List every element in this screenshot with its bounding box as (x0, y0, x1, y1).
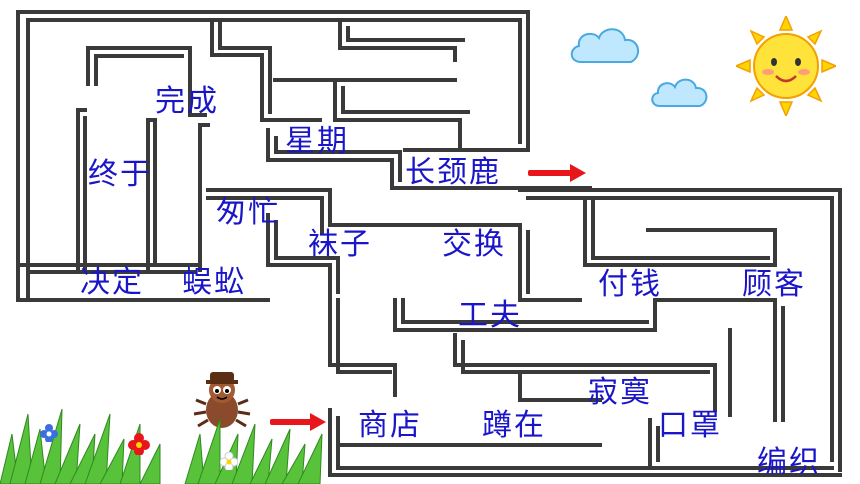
maze-word[interactable]: 寂寞 (588, 375, 652, 410)
maze-word[interactable]: 顾客 (742, 267, 806, 302)
maze-word[interactable]: 决定 (80, 265, 144, 300)
grass-icon (0, 408, 323, 484)
maze-word[interactable]: 匆忙 (216, 195, 280, 230)
flower-icon (220, 452, 238, 470)
cloud-icon (651, 78, 708, 107)
maze-word[interactable]: 完成 (155, 84, 219, 119)
centipede-icon (193, 372, 251, 428)
exit-arrow-icon (528, 164, 586, 182)
maze-word[interactable]: 长颈鹿 (405, 155, 501, 190)
cloud-icon (570, 28, 640, 63)
maze-word[interactable]: 星期 (285, 124, 349, 159)
maze-word[interactable]: 编织 (757, 445, 821, 480)
maze-word[interactable]: 终于 (88, 157, 152, 192)
maze-word[interactable]: 蜈蚣 (182, 265, 246, 300)
maze-word[interactable]: 工夫 (458, 298, 522, 333)
flower-icon (40, 424, 58, 442)
entrance-arrow-icon (270, 413, 326, 431)
maze-word[interactable]: 口罩 (658, 408, 722, 443)
maze-word[interactable]: 蹲在 (482, 408, 546, 443)
flower-icon (128, 433, 150, 455)
maze-word[interactable]: 袜子 (308, 227, 372, 262)
maze-word[interactable]: 商店 (358, 408, 422, 443)
maze-word[interactable]: 交换 (442, 227, 506, 262)
maze-word[interactable]: 付钱 (598, 267, 662, 302)
sun-icon (736, 16, 836, 116)
